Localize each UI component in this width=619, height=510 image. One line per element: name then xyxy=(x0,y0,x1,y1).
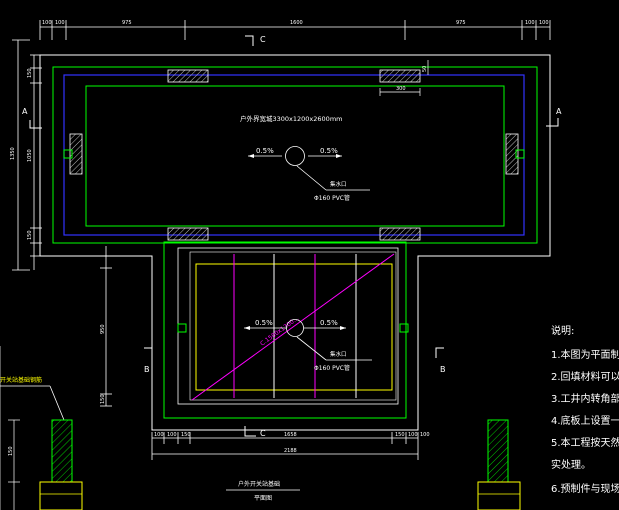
lower-diagonal xyxy=(191,253,395,401)
side-connectors xyxy=(63,149,525,159)
lower-pipe-label: Φ160 PVC管 xyxy=(314,364,350,372)
upper-slope-right: 0.5% xyxy=(320,147,338,155)
dim-top-4: 975 xyxy=(456,20,466,26)
upper-slope-left: 0.5% xyxy=(256,147,274,155)
lower-yellow xyxy=(195,263,393,391)
upper-green-inner xyxy=(85,85,505,227)
dim-bottom-4: 150 xyxy=(395,432,405,438)
notes: 说明: 1.本图为平面制法配 2.回填材料可以选用 3.工井内转角部分点 4.底… xyxy=(551,324,619,495)
caption-title: 户外开关站基础 xyxy=(238,480,280,488)
foundation-outline xyxy=(39,54,551,431)
dim-top-5: 100 xyxy=(525,20,535,26)
slot-side-label: 50 xyxy=(422,66,428,72)
lower-left-dimension xyxy=(100,246,150,407)
dim-top-6: 100 xyxy=(539,20,549,26)
dim-lower-left: 950 xyxy=(100,324,106,334)
bottom-dimension-labels: 100 100 150 1658 150 100 100 2188 xyxy=(154,432,430,454)
slot-right xyxy=(505,133,519,175)
section-a-left-label: A xyxy=(22,107,28,116)
left-footing xyxy=(39,481,83,510)
slot-dimension xyxy=(379,60,429,96)
upper-blue-wall xyxy=(63,74,525,236)
bottom-dimension xyxy=(151,432,419,460)
section-b-right xyxy=(435,347,444,358)
dim-left-0: 150 xyxy=(27,68,33,78)
dim-top-0: 100 xyxy=(42,20,52,26)
dim-top-3: 1600 xyxy=(290,20,303,26)
note-5b: 实处理。 xyxy=(551,458,591,471)
lower-drain-arrows xyxy=(244,326,346,330)
section-b-left xyxy=(144,347,153,358)
note-2: 2.回填材料可以选用 xyxy=(551,370,619,383)
dim-bottom-6: 100 xyxy=(420,432,430,438)
dim-bottom-total: 2188 xyxy=(284,448,297,454)
dim-bottom-0: 100 xyxy=(154,432,164,438)
dim-left-1: 1050 xyxy=(27,149,33,162)
upper-drain-arrows xyxy=(248,154,342,158)
upper-outlet-label: 集水口 xyxy=(330,180,347,188)
section-b-right-label: B xyxy=(440,365,446,374)
lower-drain-lines xyxy=(244,319,372,361)
upper-green-outer xyxy=(52,66,538,244)
lower-outlet-label: 集水口 xyxy=(330,350,347,358)
dim-top-2: 975 xyxy=(122,20,132,26)
slot-bottom-right xyxy=(379,227,421,241)
section-c-top xyxy=(245,35,254,46)
note-3: 3.工井内转角部分点 xyxy=(551,392,619,405)
lower-slope-left: 0.5% xyxy=(255,319,273,327)
side-leader-2 xyxy=(49,385,65,421)
left-dimension-labels: 1350 150 1050 150 xyxy=(10,68,33,240)
upper-drain-lines xyxy=(248,146,370,191)
lower-dividers xyxy=(233,254,357,398)
dim-left-2: 150 xyxy=(27,230,33,240)
left-detail-dims xyxy=(0,346,20,510)
slot-left xyxy=(69,133,83,175)
section-a-left xyxy=(29,120,42,129)
lower-side-connectors xyxy=(177,323,409,333)
top-dimension xyxy=(39,20,551,40)
caption-subtitle: 平面图 xyxy=(254,495,272,502)
lower-white-inner-2 xyxy=(189,251,397,401)
section-c-bottom-label: C xyxy=(260,429,266,438)
note-6: 6.预制件与现场钢筋 xyxy=(551,482,619,495)
left-column xyxy=(51,419,73,483)
notes-title: 说明: xyxy=(551,324,574,337)
section-c-bottom xyxy=(244,426,256,437)
dim-bottom-3: 1658 xyxy=(284,432,297,438)
top-dimension-labels: 100 100 975 1600 975 100 100 xyxy=(42,20,549,26)
right-footing xyxy=(477,481,521,510)
section-a-right xyxy=(546,118,559,127)
note-5: 5.本工程按天然地基 xyxy=(551,436,619,449)
section-c-top-label: C xyxy=(260,35,266,44)
note-4: 4.底板上设置一个集 xyxy=(551,414,619,427)
upper-pipe-label: Φ160 PVC管 xyxy=(314,194,350,202)
dim-lower-small: 150 xyxy=(100,394,106,404)
dim-top-1: 100 xyxy=(55,20,65,26)
side-label: 开关站基础钢筋 xyxy=(0,376,42,384)
slot-width-label: 300 xyxy=(396,86,406,92)
slot-bottom-left xyxy=(167,227,209,241)
slot-top-right xyxy=(379,69,421,83)
left-detail-dim: 150 xyxy=(8,446,14,456)
dim-bottom-2: 150 xyxy=(181,432,191,438)
section-b-left-label: B xyxy=(144,365,150,374)
dim-bottom-5: 100 xyxy=(408,432,418,438)
dim-left-total: 1350 xyxy=(10,147,16,160)
tank-label: 户外界宽城3300x1200x2600mm xyxy=(240,114,342,123)
dim-bottom-1: 100 xyxy=(167,432,177,438)
slot-top-left xyxy=(167,69,209,83)
note-1: 1.本图为平面制法配 xyxy=(551,348,619,361)
right-column xyxy=(487,419,509,483)
lower-slope-right: 0.5% xyxy=(320,319,338,327)
lower-green-outer xyxy=(163,241,407,419)
section-a-right-label: A xyxy=(556,107,562,116)
